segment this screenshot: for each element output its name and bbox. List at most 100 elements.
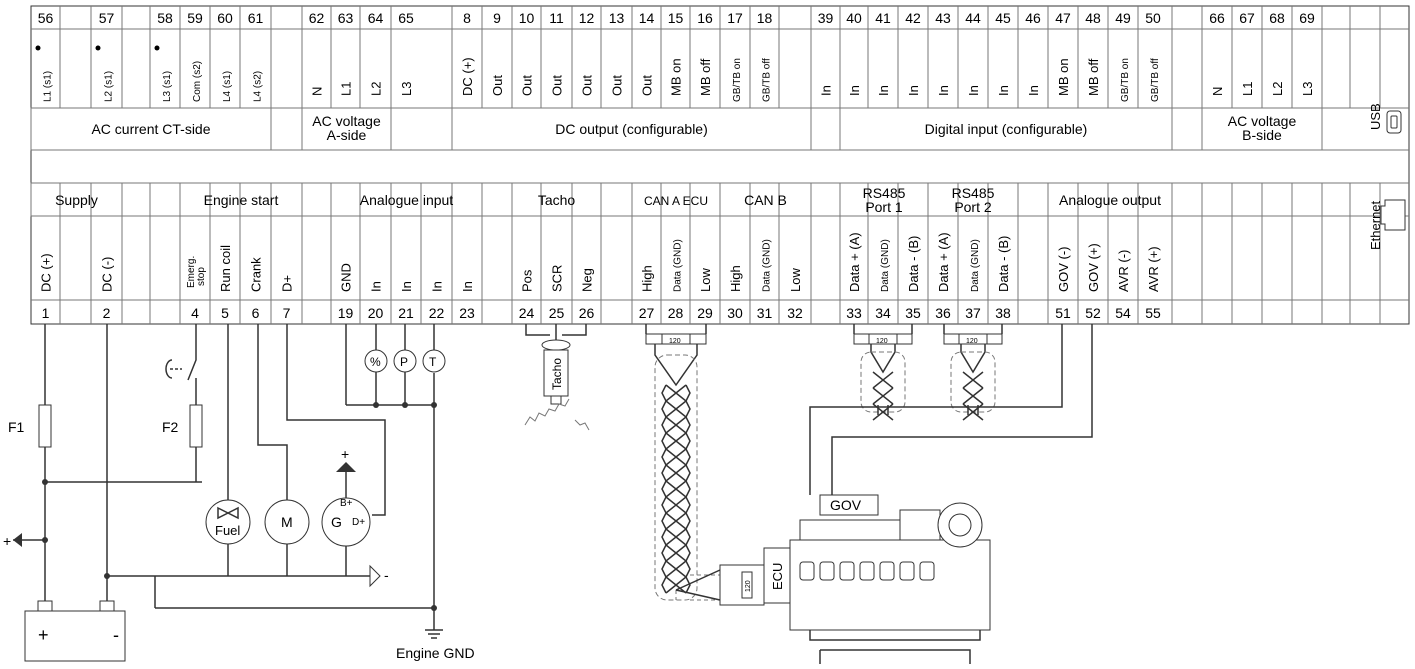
bottom-pin-label: Pos	[520, 269, 535, 292]
bottom-pin-label: Data (GND)	[762, 239, 773, 292]
bottom-pin-number: 54	[1115, 305, 1131, 321]
bottom-pin-number: 2	[103, 305, 111, 321]
top-group-title: AC voltage	[312, 113, 381, 129]
bottom-pin-label: AVR (-)	[1116, 250, 1131, 292]
top-pin-label: GB/TB off	[1150, 58, 1161, 102]
top-pin-number: 15	[668, 10, 684, 26]
top-pin-number: 48	[1085, 10, 1101, 26]
bottom-group-title: Tacho	[538, 192, 576, 208]
top-pin-label: L3 (s1)	[162, 71, 173, 102]
fuel-valve-icon	[217, 506, 239, 520]
tacho-circuit: Tacho	[524, 324, 590, 431]
top-pin-number: 63	[338, 10, 354, 26]
top-pin-number: 13	[609, 10, 625, 26]
top-group-title: AC voltage	[1228, 113, 1297, 129]
positive-arrow-icon	[336, 462, 356, 472]
usb-port: USB	[1368, 103, 1402, 134]
cylinder-icon	[859, 561, 875, 581]
bottom-pin-number: 29	[697, 305, 713, 321]
battery-minus-label: -	[113, 625, 119, 645]
cylinder-icon	[839, 561, 855, 581]
fuse-f1	[38, 404, 52, 448]
battery-plus-label: +	[38, 625, 49, 645]
polarity-dot-icon	[35, 45, 41, 51]
top-pin-label: In	[847, 85, 862, 96]
bottom-group-title: Supply	[55, 192, 98, 208]
bottom-pin-label: Data - (B)	[906, 236, 921, 292]
bottom-pin-label: Neg	[580, 268, 595, 292]
top-pin-label: L1	[1240, 82, 1255, 96]
bottom-pin-number: 7	[283, 305, 291, 321]
sensor-percent	[364, 349, 388, 373]
tacho-label: Tacho	[550, 358, 564, 390]
top-pin-label: Out	[520, 75, 535, 96]
top-pin-label: Com (s2)	[192, 61, 203, 102]
bottom-pin-number: 25	[549, 305, 565, 321]
svg-text:120: 120	[876, 338, 888, 345]
top-pin-number: 68	[1269, 10, 1285, 26]
top-pin-label: In	[996, 85, 1011, 96]
battery-icon	[24, 610, 126, 662]
svg-text:%: %	[370, 355, 381, 369]
bottom-pin-number: 19	[338, 305, 354, 321]
top-pin-label: In	[966, 85, 981, 96]
top-pin-number: 16	[697, 10, 713, 26]
bottom-group-title: Port 1	[865, 199, 903, 215]
cylinder-icon	[919, 561, 935, 581]
bottom-pin-label: Low	[698, 268, 713, 292]
fuel-label: Fuel	[215, 523, 240, 538]
top-pin-label: In	[936, 85, 951, 96]
top-pin-label: L4 (s1)	[222, 71, 233, 102]
top-pin-number: 69	[1299, 10, 1315, 26]
top-pin-label: L2	[1270, 82, 1285, 96]
top-pin-label: MB off	[1086, 58, 1101, 96]
top-pin-number: 42	[905, 10, 921, 26]
bottom-pin-number: 31	[757, 305, 773, 321]
top-pin-number: 57	[99, 10, 115, 26]
bottom-pin-label: Data + (A)	[936, 232, 951, 292]
gen-dplus-label: D+	[352, 517, 365, 528]
gen-plus-label: +	[341, 446, 349, 462]
top-pin-number: 50	[1145, 10, 1161, 26]
top-pin-label: MB on	[669, 58, 684, 96]
top-pin-label: N	[310, 87, 325, 96]
top-pin-number: 43	[935, 10, 951, 26]
sensor-pressure	[393, 349, 417, 373]
bottom-pin-number: 38	[995, 305, 1011, 321]
bottom-pin-label: D+	[280, 275, 295, 292]
bottom-pin-number: 1	[42, 305, 50, 321]
top-pin-number: 40	[846, 10, 862, 26]
analogue-input-circuit: % P T Engine GND	[345, 324, 475, 661]
top-pin-number: 10	[519, 10, 535, 26]
engine-start-circuit: F2 Fuel M G B+ D+ +	[162, 324, 386, 576]
bottom-pin-label: Run coil	[218, 245, 233, 292]
bottom-pin-number: 23	[459, 305, 475, 321]
top-pin-label: L2	[369, 82, 384, 96]
cylinder-icon	[879, 561, 895, 581]
top-group-title: AC current CT-side	[91, 121, 210, 137]
bottom-pin-number: 28	[668, 305, 684, 321]
top-pin-number: 17	[727, 10, 743, 26]
terminator-120	[868, 333, 898, 345]
bottom-pin-label: Data + (A)	[847, 232, 862, 292]
top-group-title: Digital input (configurable)	[925, 121, 1088, 137]
top-pin-label: Out	[610, 75, 625, 96]
usb-label: USB	[1368, 103, 1383, 130]
ethernet-icon	[1380, 199, 1406, 231]
bottom-pin-number: 32	[787, 305, 803, 321]
gen-bplus-label: B+	[340, 498, 353, 509]
bottom-pin-number: 4	[191, 305, 199, 321]
top-pin-number: 41	[875, 10, 891, 26]
emergency-stop-button-icon	[165, 359, 173, 379]
bottom-group-title: RS485	[863, 185, 906, 201]
bottom-pin-number: 55	[1145, 305, 1161, 321]
svg-text:P: P	[400, 355, 408, 369]
top-pin-label: N	[1210, 87, 1225, 96]
top-pin-number: 66	[1209, 10, 1225, 26]
bottom-pin-label: High	[640, 265, 655, 292]
bottom-group-title: CAN A ECU	[644, 194, 708, 208]
bottom-pin-number: 52	[1085, 305, 1101, 321]
top-pin-number: 60	[217, 10, 233, 26]
